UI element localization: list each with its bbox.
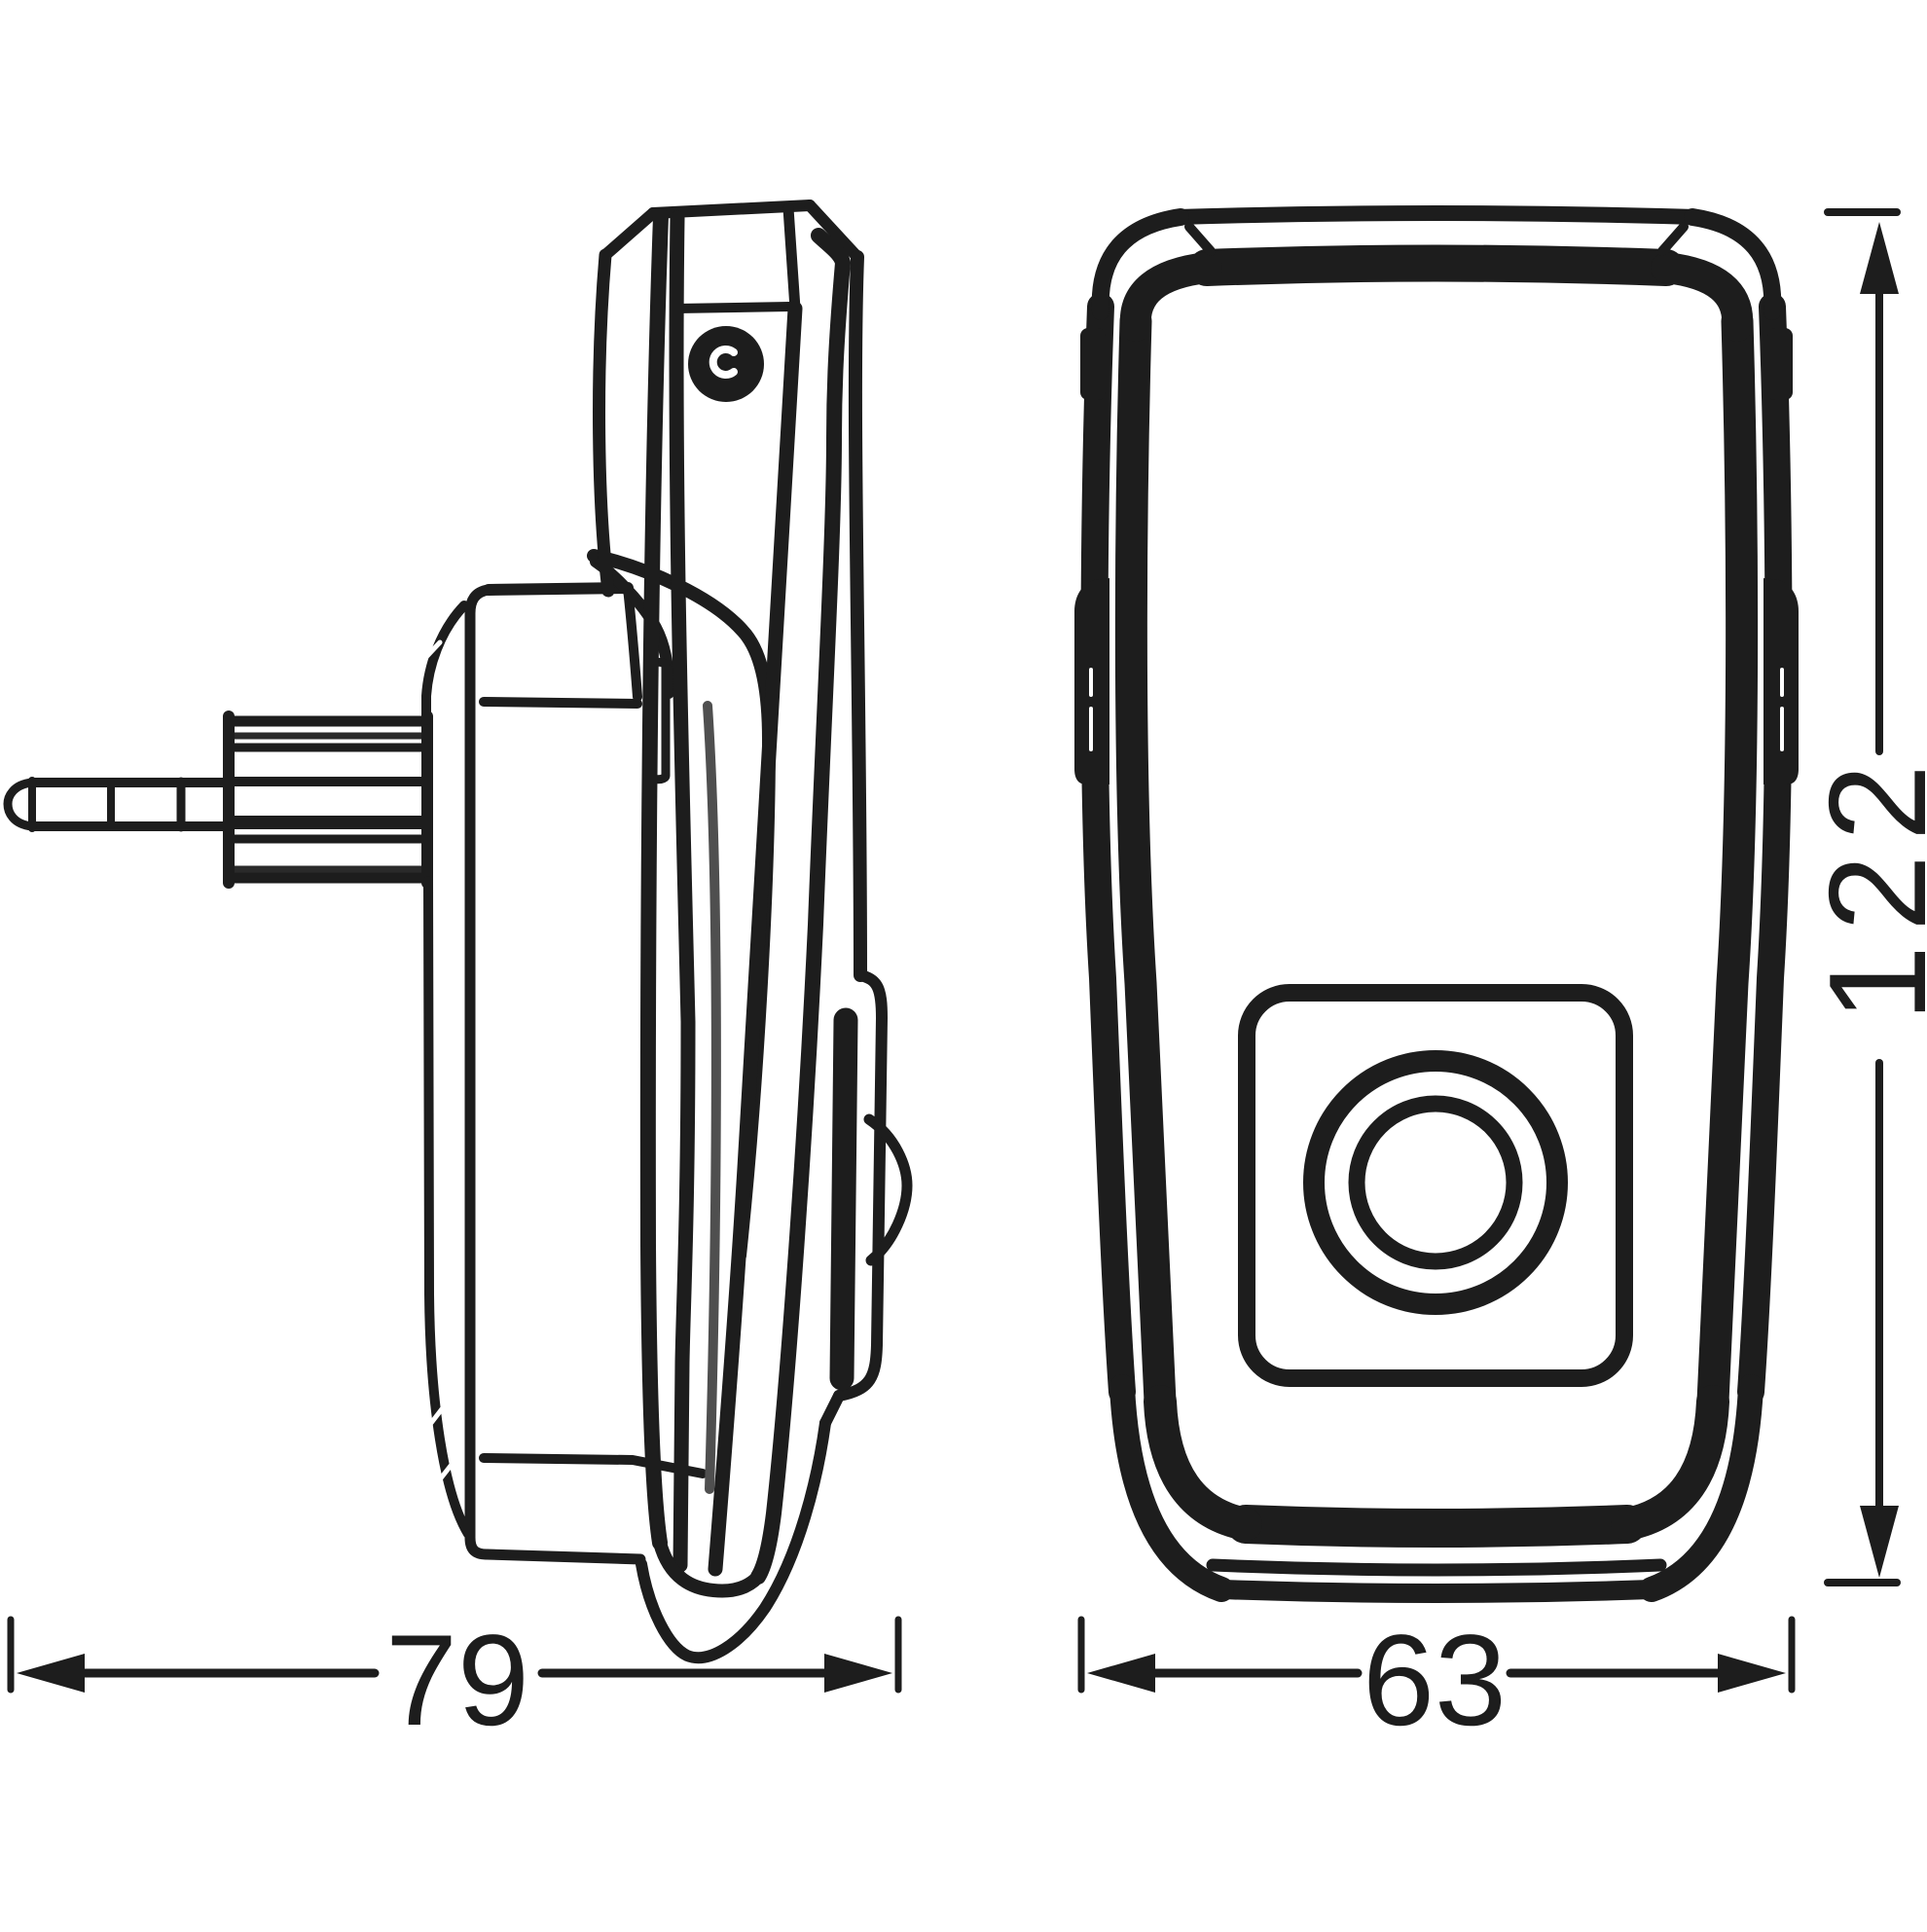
svg-text:122: 122 <box>1800 750 1927 1022</box>
svg-text:79: 79 <box>385 1609 529 1753</box>
svg-text:63: 63 <box>1363 1609 1507 1753</box>
